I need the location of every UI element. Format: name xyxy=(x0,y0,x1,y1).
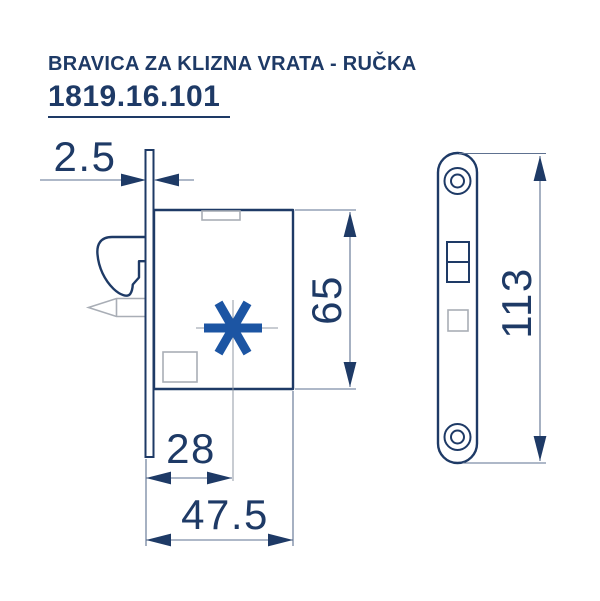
product-code: 1819.16.101 xyxy=(48,81,231,118)
dimension-body-depth: 47.5 xyxy=(145,391,294,547)
faceplate-front-view xyxy=(436,151,479,465)
dimension-body-height: 65 xyxy=(295,209,357,390)
dim-47-arrow-left xyxy=(146,533,171,547)
dim-65-label: 65 xyxy=(303,275,350,325)
latch-window xyxy=(446,241,470,283)
dim-113-label: 113 xyxy=(493,267,540,338)
asterisk-icon xyxy=(204,300,262,356)
dim-113-arrow-bottom xyxy=(533,436,547,461)
dimension-faceplate-thickness: 2.5 xyxy=(40,133,194,187)
dim-47-arrow-right xyxy=(268,533,293,547)
dim-65-arrow-bottom xyxy=(343,362,357,387)
trigger-window xyxy=(447,309,469,332)
product-code-wrap: 1819.16.101 xyxy=(48,81,417,118)
dim-28-label: 28 xyxy=(166,425,216,472)
dim-2-5-arrow-right xyxy=(154,173,179,187)
latch-trigger xyxy=(85,297,147,318)
dim-65-arrow-top xyxy=(343,212,357,237)
dim-113-arrow-top xyxy=(533,156,547,181)
dimension-backset: 28 xyxy=(145,425,232,485)
screw-hole-top-inner xyxy=(450,173,465,189)
drawing-header: BRAVICA ZA KLIZNA VRATA - RUČKA 1819.16.… xyxy=(48,52,417,118)
dim-2-5-arrow-left xyxy=(121,173,146,187)
faceplate-side xyxy=(144,149,155,458)
hook-bolt xyxy=(96,235,149,297)
dimension-faceplate-length: 113 xyxy=(459,152,547,464)
dim-47-label: 47.5 xyxy=(181,491,269,538)
screw-hole-top xyxy=(443,167,472,195)
follower-square xyxy=(162,351,198,383)
dim-2-5-label: 2.5 xyxy=(54,133,117,180)
screw-hole-bottom-inner xyxy=(450,429,465,445)
faceplate-front xyxy=(436,151,479,465)
lock-side-view xyxy=(85,149,295,481)
strike-tab xyxy=(201,210,241,221)
product-title: BRAVICA ZA KLIZNA VRATA - RUČKA xyxy=(48,53,417,75)
dim-28-arrow-left xyxy=(146,471,171,485)
screw-hole-bottom xyxy=(443,423,472,451)
dim-28-arrow-right xyxy=(207,471,232,485)
